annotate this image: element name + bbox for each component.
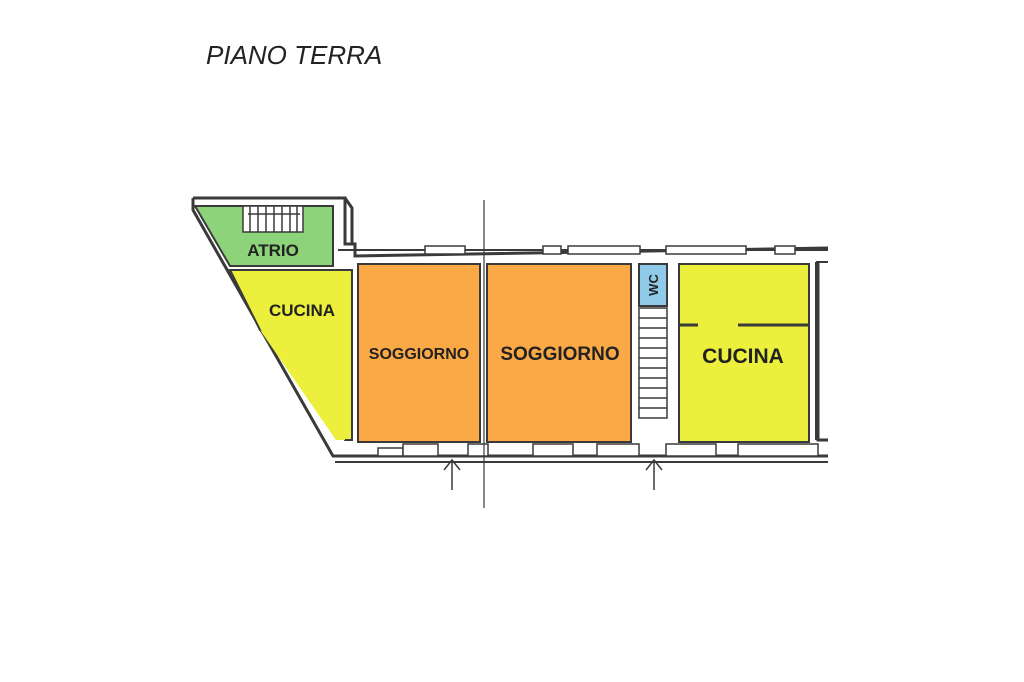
entrance-arrow-left xyxy=(443,458,461,490)
atrio-label: ATRIO xyxy=(247,241,299,260)
right-end-wall xyxy=(815,261,828,440)
soggiorno-left-label: SOGGIORNO xyxy=(369,346,469,363)
room-soggiorno-left: SOGGIORNO xyxy=(357,263,481,443)
cucina-right-label: CUCINA xyxy=(702,345,784,368)
room-cucina-right: CUCINA xyxy=(678,263,810,443)
soggiorno-left-area xyxy=(357,263,481,443)
room-soggiorno-right: SOGGIORNO xyxy=(486,263,632,443)
wc-label: WC xyxy=(646,274,661,296)
floor-title: PIANO TERRA xyxy=(206,40,382,70)
windows-bottom xyxy=(377,443,819,457)
room-cucina-left: CUCINA xyxy=(228,269,353,441)
soggiorno-right-area xyxy=(486,263,632,443)
wc-area xyxy=(638,263,668,307)
central-stairs xyxy=(638,307,668,419)
entrance-arrow-right xyxy=(645,458,663,490)
soggiorno-right-label: SOGGIORNO xyxy=(500,344,619,365)
cucina-right-area xyxy=(678,263,810,443)
room-wc: WC xyxy=(638,263,668,307)
cucina-left-lower xyxy=(260,330,345,440)
room-atrio: ATRIO xyxy=(193,205,334,267)
windows-top xyxy=(424,245,796,255)
atrio-stairs xyxy=(242,205,304,233)
cucina-left-label: CUCINA xyxy=(269,301,335,320)
